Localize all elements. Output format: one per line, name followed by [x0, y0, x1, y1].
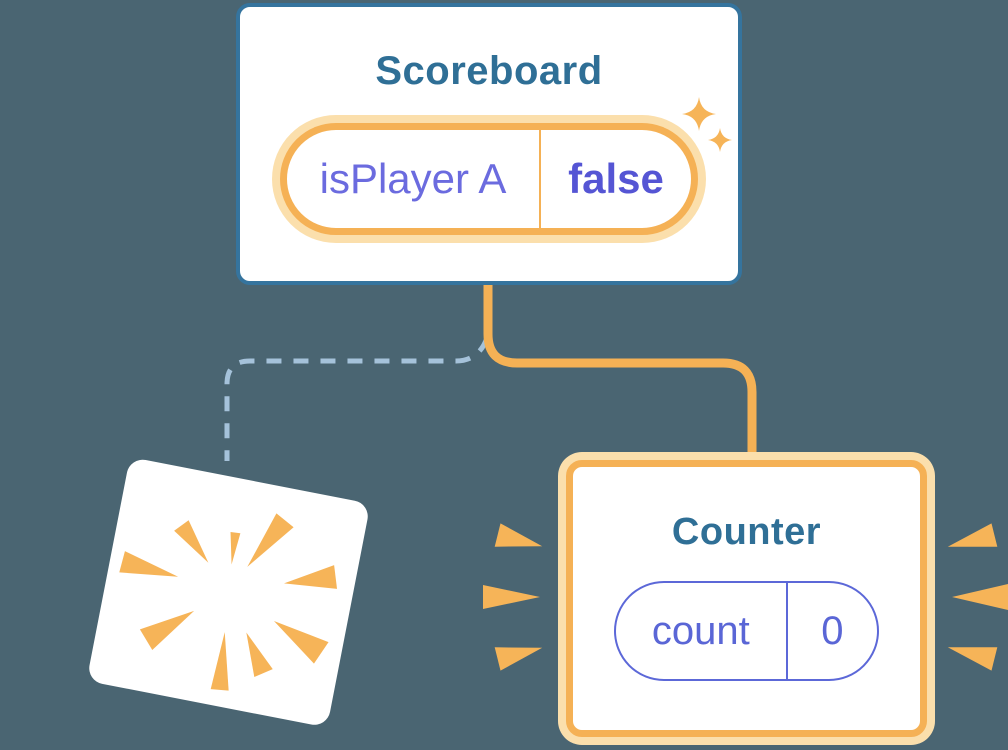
ray — [947, 523, 998, 547]
ray — [119, 551, 179, 577]
state-value: 0 — [821, 608, 844, 653]
pill-divider — [785, 583, 788, 679]
poof-burst-icon — [119, 513, 338, 691]
ray — [247, 513, 294, 567]
ray — [210, 632, 229, 691]
pill-divider — [539, 130, 541, 228]
state-label: isPlayer A — [319, 155, 507, 202]
ray — [947, 647, 998, 671]
dashed-discarded-connector — [224, 337, 490, 461]
state-value: false — [568, 155, 664, 202]
state-label: count — [651, 608, 750, 653]
ray — [483, 585, 540, 609]
scoreboard-card: Scoreboard isPlayer A false — [236, 3, 742, 285]
ray — [139, 610, 195, 650]
ray — [284, 565, 338, 589]
counter-card: Counter count 0 — [566, 460, 927, 737]
scoreboard-title: Scoreboard — [375, 49, 603, 93]
solid-preserved-connector — [483, 284, 757, 456]
ray — [494, 523, 543, 547]
ray — [246, 632, 273, 677]
destroyed-component-card — [86, 457, 371, 728]
counter-title: Counter — [671, 511, 822, 553]
counter-state-pill: count 0 — [614, 581, 879, 681]
ray — [174, 520, 209, 563]
scoreboard-state-pill: isPlayer A false — [280, 123, 698, 235]
ray — [273, 620, 329, 664]
ray — [952, 584, 1008, 610]
ray — [230, 532, 241, 565]
ray — [494, 647, 543, 671]
